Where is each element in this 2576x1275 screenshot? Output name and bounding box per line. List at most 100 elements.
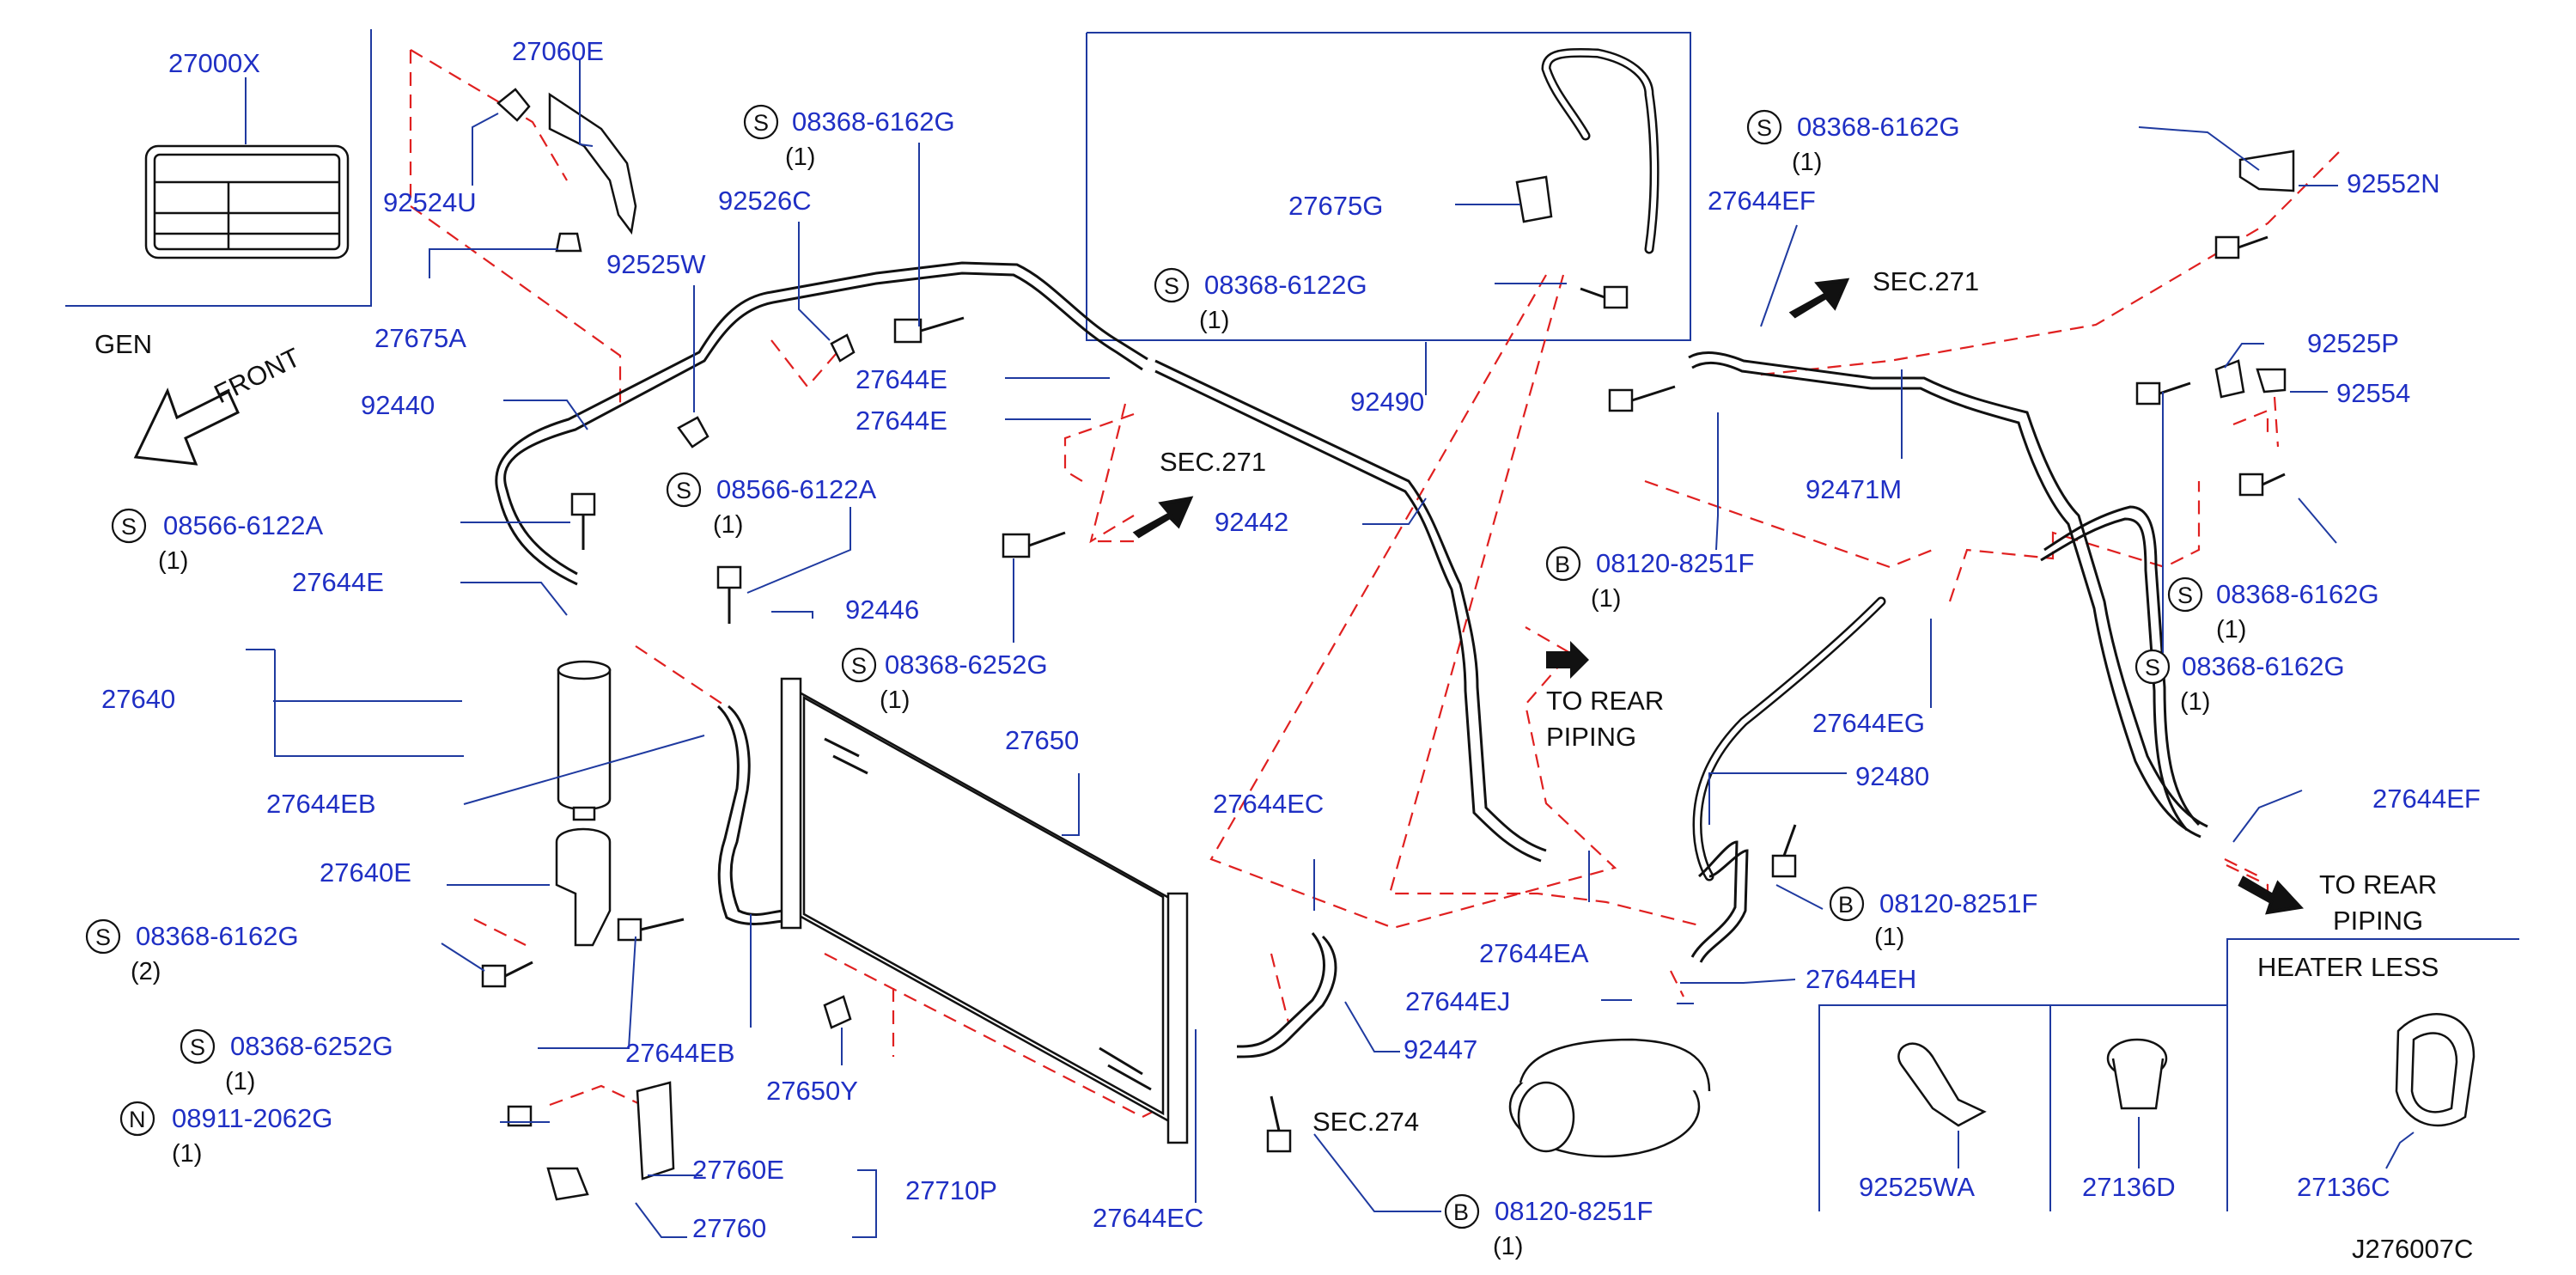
callout-27644e-c: 27644E [292, 567, 384, 597]
svg-text:S: S [676, 478, 691, 503]
orientation-front: FRONT [210, 342, 305, 409]
compressor-art [1508, 1038, 1711, 1158]
callout-27644ef-a: 27644EF [1708, 186, 1816, 216]
callout-27650: 27650 [1005, 725, 1079, 755]
callout-92526c: 92526C [718, 186, 812, 216]
callout-08120-8251f-c: B 08120-8251F (1) [1829, 886, 2037, 951]
svg-text:B: B [1555, 552, 1570, 577]
svg-text:(1): (1) [2216, 616, 2246, 644]
pipes [495, 47, 2208, 1058]
svg-text:08566-6122A: 08566-6122A [716, 474, 876, 504]
svg-text:S: S [851, 653, 867, 679]
callout-92490: 92490 [1350, 387, 1424, 417]
labels: GEN FRONT 27000X 27060E 92524U 92525W 27… [85, 36, 2481, 1264]
bolts [481, 235, 2286, 1153]
callout-27644ec-a: 27644EC [1213, 789, 1324, 819]
callout-27644eb-b: 27644EB [625, 1038, 735, 1068]
callout-92552n: 92552N [2347, 168, 2440, 198]
callout-27136c: 27136C [2297, 1172, 2390, 1202]
front-arrow-icon [133, 387, 240, 466]
callout-92442: 92442 [1215, 507, 1288, 537]
assembly-dashed-lines [409, 49, 2346, 1119]
callout-08368-6122g: S 08368-6122G (1) [1154, 267, 1367, 334]
svg-text:B: B [1838, 892, 1854, 918]
ref-sec271-a: SEC.271 [1160, 447, 1266, 477]
svg-text:S: S [2177, 583, 2193, 608]
callout-92440: 92440 [361, 390, 435, 420]
callout-08368-6252g-a: S 08368-6252G (1) [841, 647, 1048, 714]
svg-text:(1): (1) [1199, 307, 1229, 334]
svg-text:(1): (1) [1591, 585, 1621, 613]
callout-92446: 92446 [845, 595, 919, 625]
svg-text:S: S [121, 514, 137, 540]
svg-text:(1): (1) [785, 143, 815, 171]
svg-text:S: S [1757, 115, 1772, 141]
svg-text:08368-6252G: 08368-6252G [230, 1031, 393, 1061]
frames [65, 29, 2519, 1211]
callout-27760e: 27760E [692, 1155, 784, 1185]
leader-lines [245, 60, 2415, 1238]
label-27000x-art [144, 144, 350, 259]
to-rear-arrow-b-icon [1546, 641, 1589, 679]
callout-92447: 92447 [1404, 1034, 1477, 1065]
svg-text:(1): (1) [713, 511, 743, 539]
callout-27644e-a: 27644E [856, 364, 947, 394]
note-to-rear-a-line2: PIPING [1546, 722, 1636, 752]
callout-27060e: 27060E [512, 36, 604, 66]
callout-08911-2062g: N 08911-2062G (1) [119, 1101, 332, 1168]
svg-text:(2): (2) [131, 958, 161, 985]
callout-92525p: 92525P [2307, 328, 2399, 358]
receiver-drier-art [557, 660, 612, 821]
callout-92471m: 92471M [1806, 474, 1902, 504]
svg-text:B: B [1453, 1199, 1469, 1225]
callout-27136d: 27136D [2082, 1172, 2176, 1202]
callout-27640e: 27640E [320, 857, 411, 888]
arrows [133, 278, 2305, 915]
svg-text:(1): (1) [172, 1140, 202, 1168]
svg-text:N: N [129, 1107, 146, 1132]
svg-text:(1): (1) [1874, 924, 1904, 951]
svg-text:08120-8251F: 08120-8251F [1596, 548, 1754, 578]
callout-27644ej: 27644EJ [1405, 986, 1510, 1016]
svg-text:08368-6162G: 08368-6162G [792, 107, 955, 137]
callout-27675a: 27675A [375, 323, 466, 353]
callout-27644eg: 27644EG [1812, 708, 1925, 738]
callout-08368-6252g-b: S 08368-6252G (1) [180, 1028, 393, 1095]
svg-text:S: S [2145, 655, 2160, 680]
callout-27760: 27760 [692, 1213, 766, 1243]
svg-text:(1): (1) [225, 1068, 255, 1095]
callout-92525wa: 92525WA [1859, 1172, 1975, 1202]
callout-27644eb-a: 27644EB [266, 789, 376, 819]
callout-92554: 92554 [2336, 378, 2410, 408]
callout-27644ea: 27644EA [1479, 938, 1589, 968]
ref-sec274: SEC.274 [1312, 1107, 1419, 1137]
callout-08368-6162g-e: S 08368-6162G (1) [2134, 649, 2345, 716]
svg-text:(1): (1) [2180, 688, 2210, 716]
svg-text:08368-6162G: 08368-6162G [2182, 651, 2345, 681]
svg-text:S: S [1164, 273, 1179, 299]
condenser-art [780, 677, 1189, 1144]
callout-27640: 27640 [101, 684, 175, 714]
svg-text:08911-2062G: 08911-2062G [172, 1103, 332, 1133]
svg-text:08368-6252G: 08368-6252G [885, 650, 1048, 680]
svg-text:(1): (1) [158, 547, 188, 575]
callout-27644e-b: 27644E [856, 406, 947, 436]
svg-text:08368-6162G: 08368-6162G [2216, 579, 2379, 609]
callout-08368-6162g-c: S 08368-6162G (1) [1746, 109, 1960, 176]
note-to-rear-a-line1: TO REAR [1546, 686, 1664, 716]
callout-08368-6162g-a: S 08368-6162G (1) [743, 104, 955, 171]
callout-27000x: 27000X [168, 48, 260, 78]
svg-text:08120-8251F: 08120-8251F [1879, 888, 2037, 918]
callout-08120-8251f-a: B 08120-8251F (1) [1444, 1193, 1653, 1260]
sec271-arrow-icon [1132, 496, 1194, 539]
callout-27644ef-b: 27644EF [2372, 784, 2481, 814]
svg-text:08368-6122G: 08368-6122G [1204, 270, 1367, 300]
svg-text:(1): (1) [1792, 149, 1822, 176]
svg-text:08120-8251F: 08120-8251F [1495, 1196, 1653, 1226]
note-to-rear-b-line2: PIPING [2333, 906, 2423, 936]
svg-text:S: S [190, 1034, 205, 1060]
callout-08566-6122a-a: S 08566-6122A (1) [111, 508, 323, 575]
svg-text:S: S [753, 110, 769, 136]
callout-27644ec-b: 27644EC [1093, 1203, 1203, 1233]
